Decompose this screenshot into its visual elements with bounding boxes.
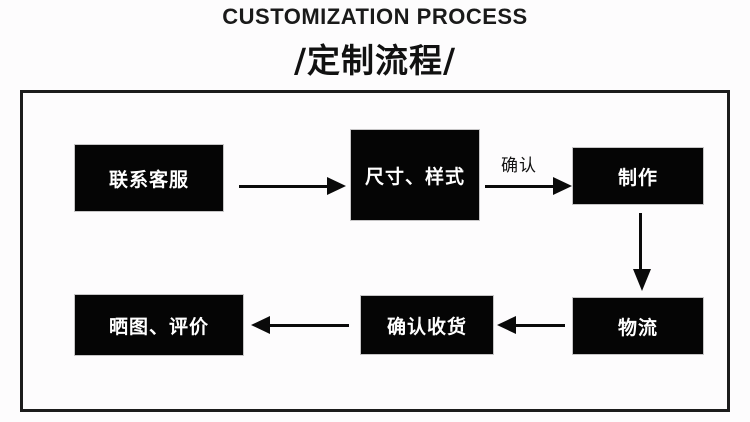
flow-arrow-spec-to-make-head <box>553 177 572 195</box>
flow-arrow-receive-to-review-head <box>251 316 270 334</box>
flow-arrow-label-confirm: 确认 <box>501 156 537 176</box>
flow-arrow-contact-to-spec-line <box>239 185 329 188</box>
flow-node-contact: 联系客服 <box>75 145 223 211</box>
flow-arrow-receive-to-review-line <box>269 324 349 327</box>
flow-node-logistics: 物流 <box>573 298 703 354</box>
flow-node-make: 制作 <box>573 148 703 204</box>
flow-node-review: 晒图、评价 <box>75 295 243 355</box>
flow-arrow-contact-to-spec-head <box>327 177 346 195</box>
page-title-english: CUSTOMIZATION PROCESS <box>222 4 528 29</box>
flow-node-receive: 确认收货 <box>361 296 493 354</box>
flow-arrow-spec-to-make-line <box>485 185 555 188</box>
page-title-chinese: /定制流程/ <box>293 41 457 80</box>
flow-arrow-logistics-to-receive-head <box>497 316 516 334</box>
flow-arrow-make-to-logistics-line <box>639 213 642 275</box>
flow-arrow-make-to-logistics-head <box>633 269 651 291</box>
flow-node-spec: 尺寸、样式 <box>351 130 479 220</box>
flow-arrow-logistics-to-receive-line <box>513 324 565 327</box>
flowchart-frame: 联系客服 尺寸、样式 制作 物流 确认收货 晒图、评价 确认 <box>20 90 730 412</box>
